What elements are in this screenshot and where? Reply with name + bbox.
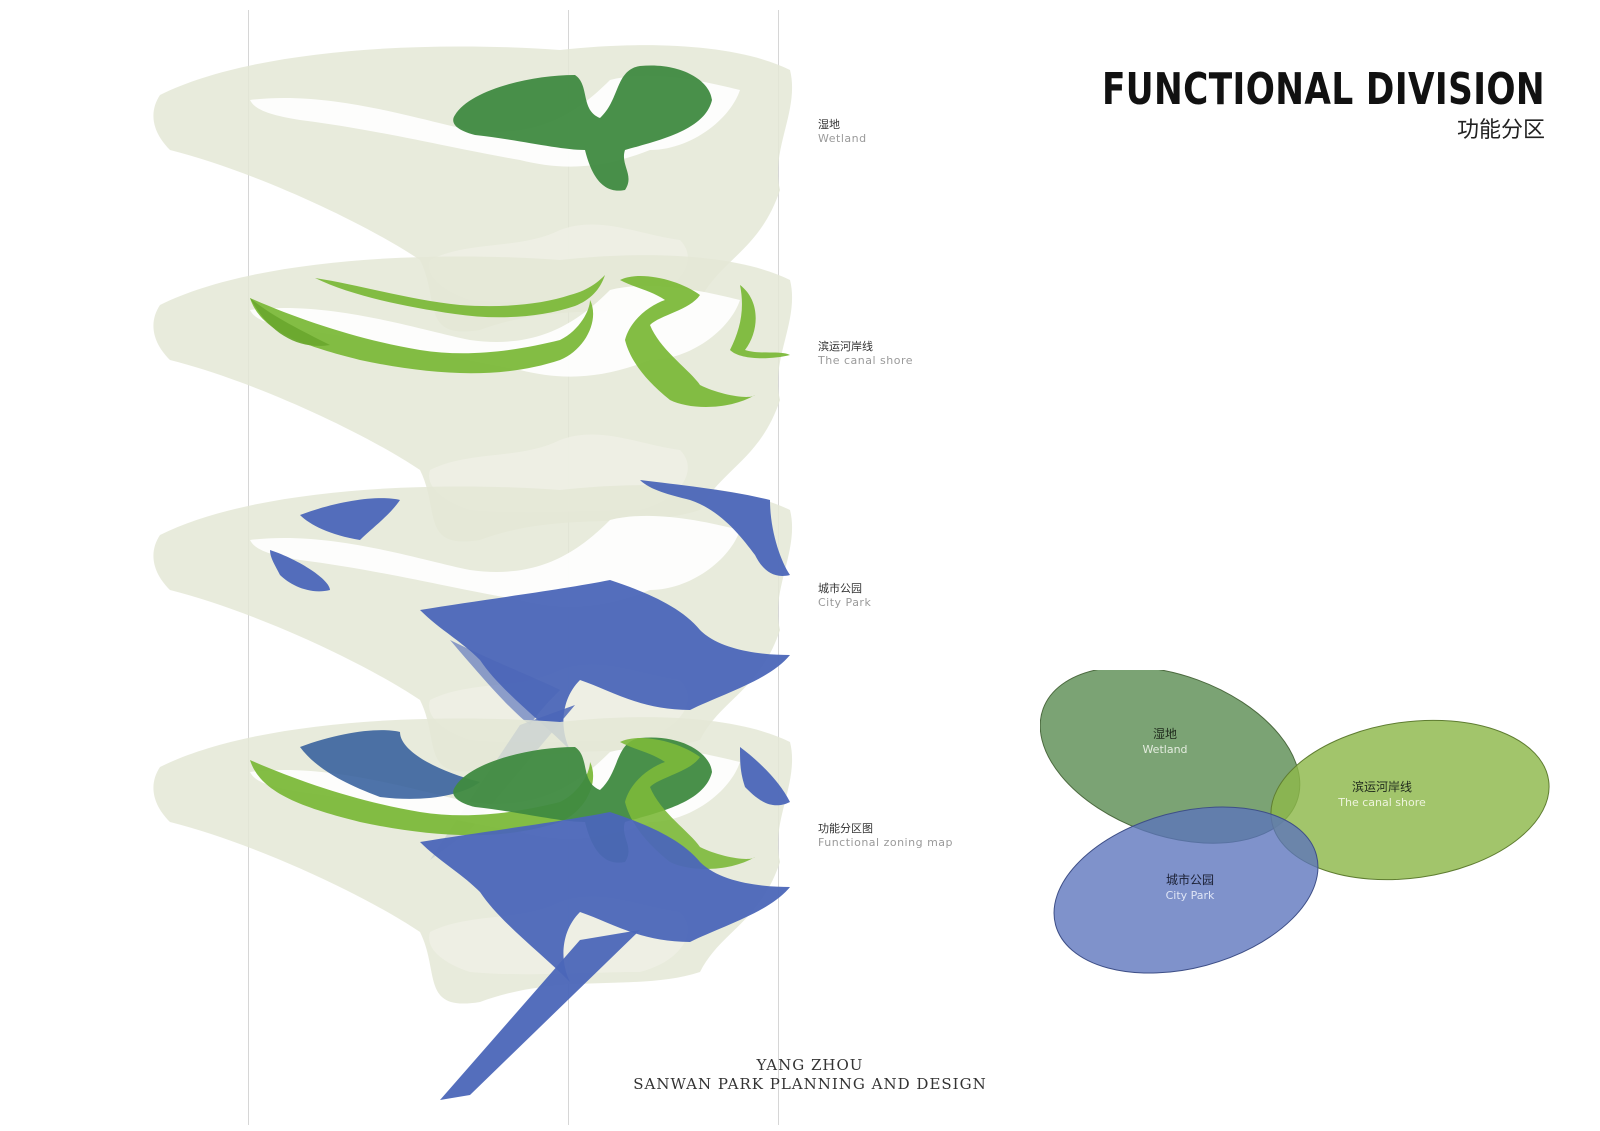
layer-wetland	[153, 45, 793, 332]
page-subtitle: 功能分区	[1456, 118, 1545, 143]
venn-label-wetland-zh: 湿地	[1153, 726, 1177, 741]
layer-stack-svg	[153, 45, 793, 1100]
page-heading: FUNCTIONAL DIVISION 功能分区	[977, 62, 1545, 144]
venn-label-park-zh: 城市公园	[1166, 872, 1214, 887]
venn-diagram: 湿地 Wetland 滨运河岸线 The canal shore 城市公园 Ci…	[1040, 670, 1550, 974]
layer-canal-shore	[153, 255, 793, 542]
page-title: FUNCTIONAL DIVISION	[1101, 64, 1545, 115]
layer-label-wetland: 湿地 Wetland	[818, 118, 867, 145]
venn-circle-city-park	[1053, 806, 1319, 974]
wetland-zone	[453, 65, 712, 191]
layer-label-functional-zoning: 功能分区图 Functional zoning map	[818, 822, 954, 849]
venn-label-park-en: City Park	[1166, 889, 1215, 902]
venn-label-canal-en: The canal shore	[1337, 796, 1426, 809]
layer-label-city-park: 城市公园 City Park	[818, 582, 872, 609]
project-footer: YANG ZHOU SANWAN PARK PLANNING AND DESIG…	[600, 1056, 1020, 1094]
layer-functional-zoning	[153, 717, 793, 1004]
layer-city-park	[153, 480, 793, 772]
connector-ribbon-lower	[440, 930, 640, 1100]
layer-label-canal-shore: 滨运河岸线 The canal shore	[818, 340, 913, 367]
footer-city: YANG ZHOU	[756, 1056, 864, 1074]
venn-label-wetland-en: Wetland	[1142, 743, 1187, 756]
venn-label-canal-zh: 滨运河岸线	[1352, 779, 1412, 794]
layer-stack-diagram: 湿地 Wetland 滨运河岸线 The canal shore 城市公园 Ci…	[153, 10, 954, 1125]
footer-project-name: SANWAN PARK PLANNING AND DESIGN	[633, 1075, 987, 1093]
